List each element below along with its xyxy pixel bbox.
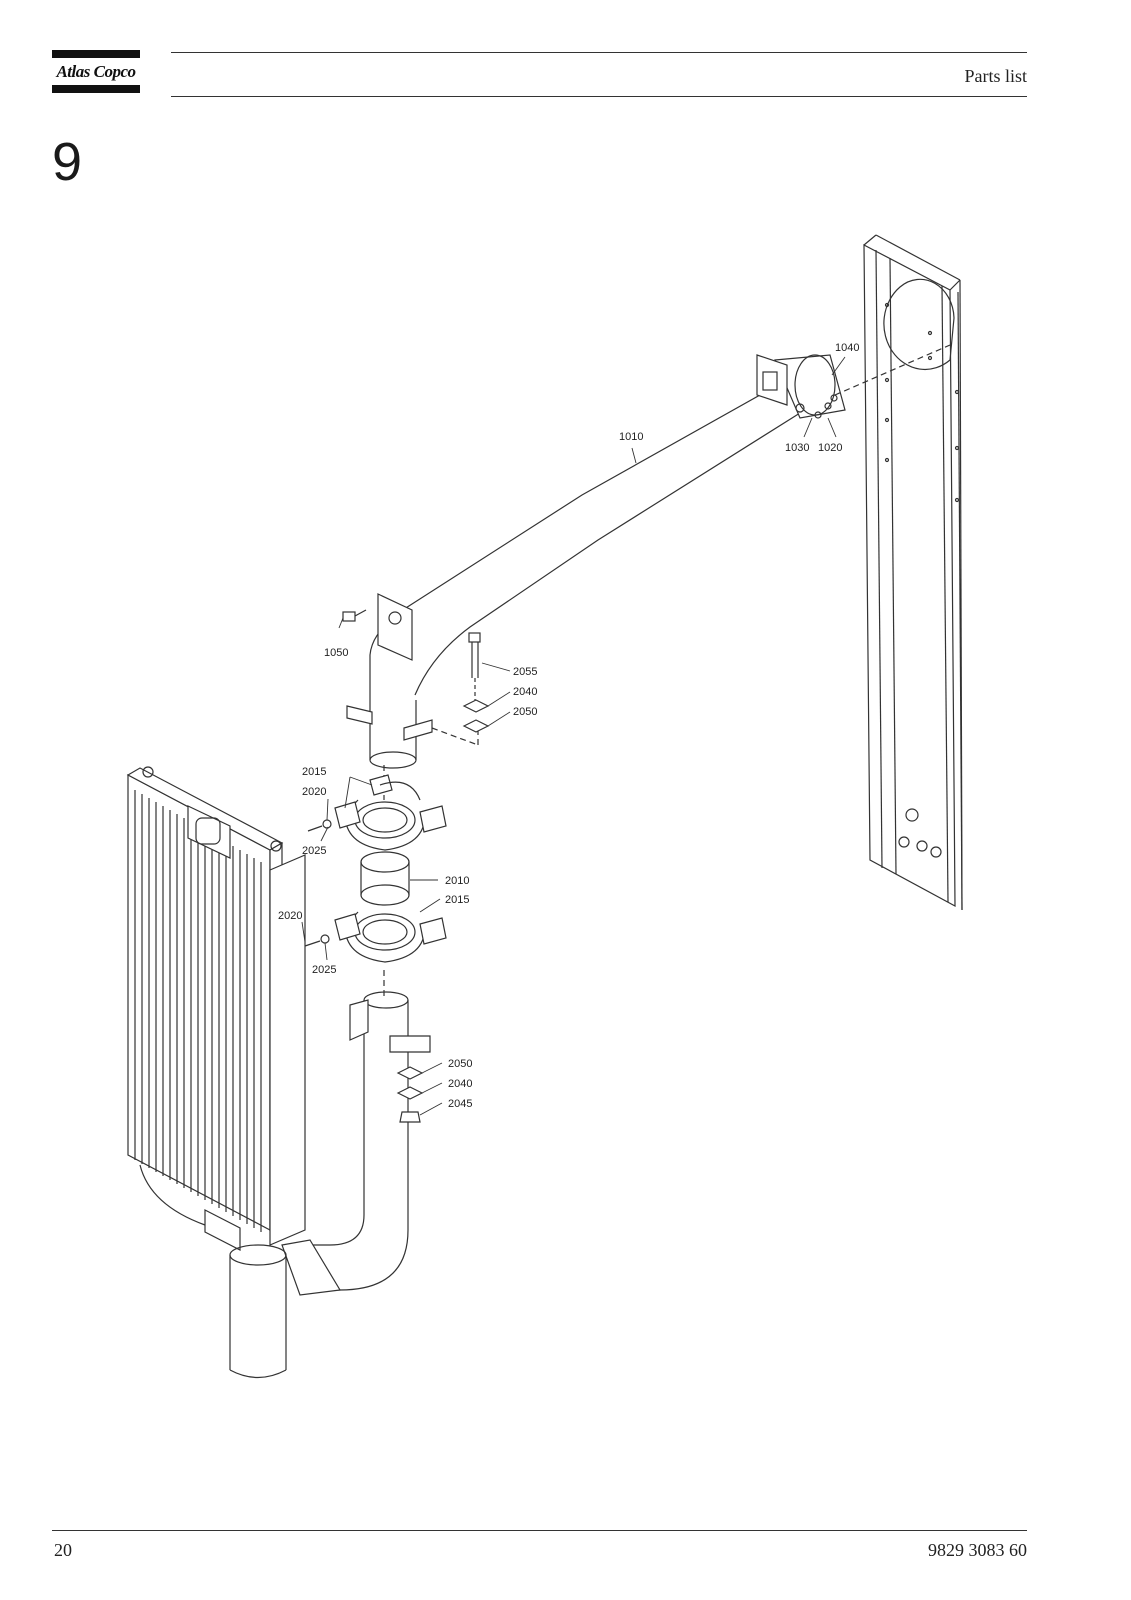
exhaust-pipe [346, 344, 951, 769]
callout-2050-upper: 2050 [513, 706, 537, 718]
logo-text: Atlas Copco [56, 62, 136, 81]
callout-2055: 2055 [513, 666, 537, 678]
callout-2015-lower: 2015 [445, 894, 469, 906]
cooler [126, 766, 341, 1379]
page-number: 20 [54, 1540, 72, 1560]
footer-rule [52, 1530, 1027, 1531]
callout-1050: 1050 [324, 647, 348, 659]
callout-1010: 1010 [619, 431, 643, 443]
callout-1030: 1030 [785, 442, 809, 454]
flange-fasteners [795, 394, 838, 419]
atlas-copco-logo: Atlas Copco [52, 50, 140, 93]
callout-labels: 1010 1040 1030 1020 1050 2055 2040 2050 … [278, 342, 859, 1110]
callout-2020-upper: 2020 [302, 786, 326, 798]
frame-member [863, 234, 963, 911]
lower-pipe [300, 991, 431, 1291]
logo-bar-bottom [52, 85, 140, 93]
callout-2040-lower: 2040 [448, 1078, 472, 1090]
sleeve [360, 851, 410, 906]
callout-2015-upper: 2015 [302, 766, 326, 778]
leader-lines [301, 356, 846, 1116]
callout-2010: 2010 [445, 875, 469, 887]
upper-fasteners [383, 632, 490, 800]
callout-2020-lower: 2020 [278, 910, 302, 922]
document-number: 9829 3083 60 [928, 1540, 1027, 1560]
callout-1020: 1020 [818, 442, 842, 454]
header-rule-top [171, 52, 1027, 53]
callout-2025-lower: 2025 [312, 964, 336, 976]
section-title: Parts list [964, 66, 1027, 86]
section-number: 9 [52, 132, 83, 192]
callout-2050-lower: 2050 [448, 1058, 472, 1070]
callout-2040-upper: 2040 [513, 686, 537, 698]
header-rule-bottom [171, 96, 1027, 97]
callout-2025-upper: 2025 [302, 845, 326, 857]
bolt-1050 [342, 609, 367, 622]
logo-bar-top [52, 50, 140, 58]
callout-1040: 1040 [835, 342, 859, 354]
upper-clamps [307, 774, 447, 851]
callout-2045: 2045 [448, 1098, 472, 1110]
lower-clamps [304, 911, 447, 998]
